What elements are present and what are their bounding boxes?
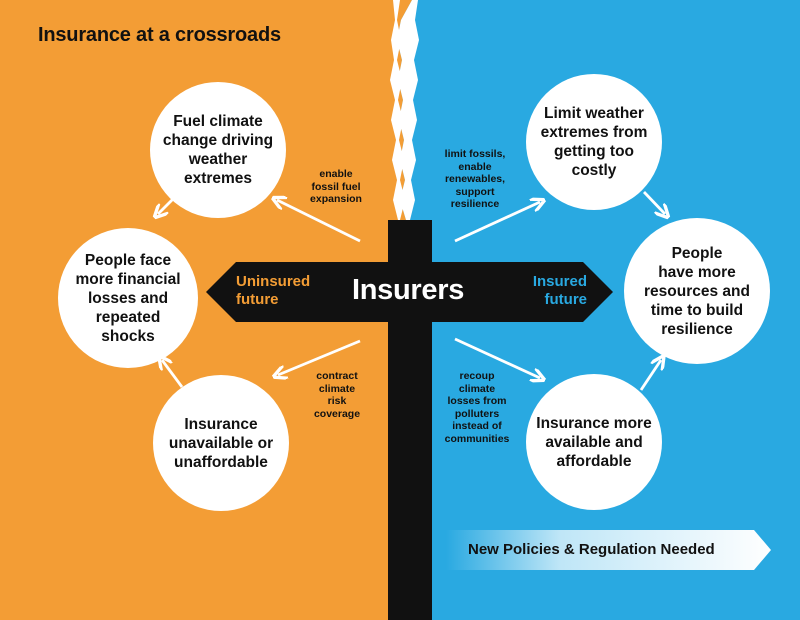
note-contract-coverage: contract climate risk coverage — [313, 370, 361, 420]
note-recoup-losses: recoup climate losses from polluters ins… — [444, 370, 510, 445]
circle-people-have-resources: People have more resources and time to b… — [624, 218, 770, 364]
sign-uninsured-future: Uninsured future — [236, 273, 311, 308]
circle-limit-weather-text: Limit weather extremes from getting too … — [540, 105, 648, 179]
policy-banner-shape — [446, 530, 771, 570]
circle-people-face-losses: People face more financial losses and re… — [58, 228, 198, 368]
circle-people-have-resources-text: People have more resources and time to b… — [644, 244, 750, 338]
sign-insurers: Insurers — [352, 274, 465, 306]
circle-limit-weather: Limit weather extremes from getting too … — [526, 74, 662, 210]
page-title: Insurance at a crossroads — [38, 24, 281, 46]
note-limit-fossils: limit fossils, enable renewables, suppor… — [444, 148, 506, 210]
circle-people-face-losses-text: People face more financial losses and re… — [75, 251, 181, 345]
circle-insurance-unavailable: Insurance unavailable or unaffordable — [153, 375, 289, 511]
policy-banner-text: New Policies & Regulation Needed — [468, 541, 715, 558]
circle-insurance-unavailable-text: Insurance unavailable or unaffordable — [168, 415, 274, 471]
blue-panel — [397, 0, 800, 620]
note-enable-fossil-fuel: enable fossil fuel expansion — [310, 168, 362, 205]
signpost-board — [206, 262, 613, 322]
circle-fuel-climate-text: Fuel climate change driving weather extr… — [162, 113, 274, 187]
circle-fuel-climate: Fuel climate change driving weather extr… — [150, 82, 286, 218]
circle-insurance-more-available: Insurance more available and affordable — [526, 374, 662, 510]
circle-insurance-more-available-text: Insurance more available and affordable — [536, 414, 652, 470]
sign-insured-future: Insured future — [532, 273, 587, 308]
